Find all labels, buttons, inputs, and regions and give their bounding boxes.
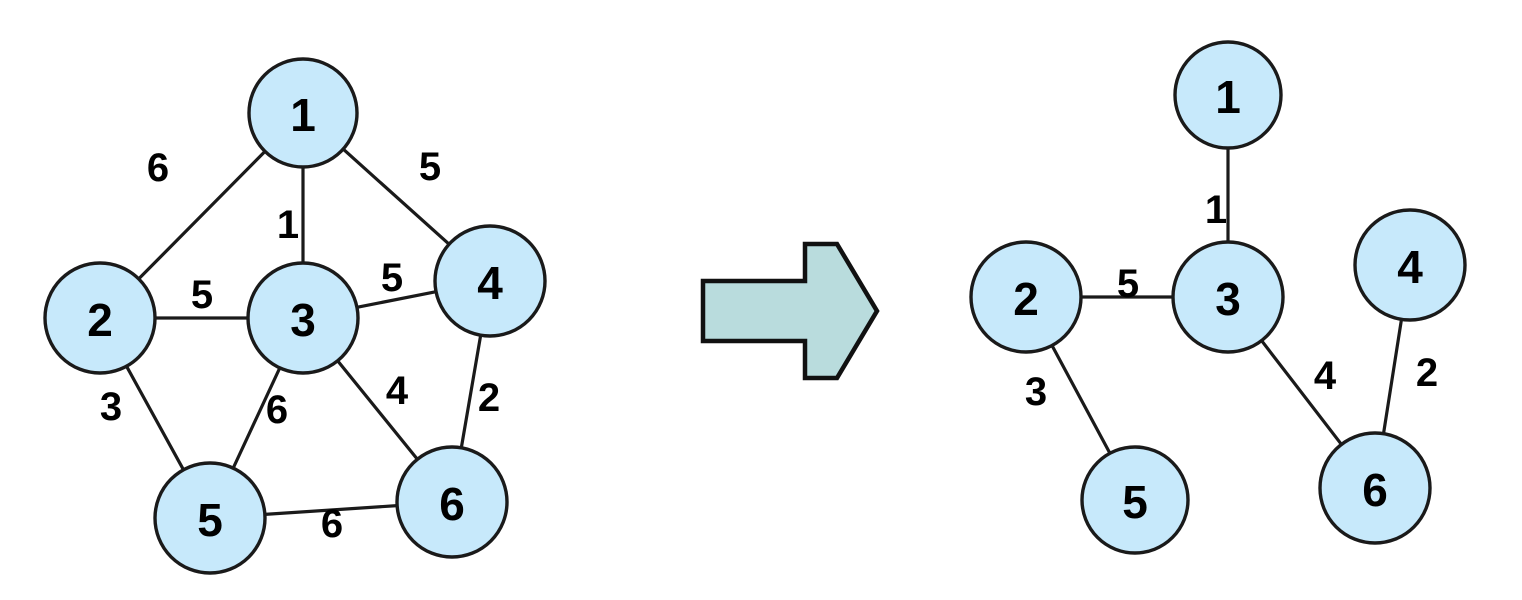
node-label: 2 (87, 294, 113, 346)
edge-weight-label: 1 (277, 203, 299, 247)
output-graph-edge-labels: 1 5 3 4 2 (1025, 188, 1438, 414)
node-output-graph-1[interactable]: 1 (1173, 40, 1283, 150)
edge-weight-label: 5 (191, 273, 213, 317)
edge-input-graph-3-4 (355, 290, 438, 309)
node-label: 5 (1122, 476, 1148, 528)
node-label: 3 (1215, 273, 1241, 325)
node-label: 2 (1013, 273, 1039, 325)
node-label: 1 (290, 89, 316, 141)
edge-weight-label: 4 (386, 369, 409, 413)
node-input-graph-6[interactable]: 6 (395, 445, 509, 559)
node-output-graph-4[interactable]: 4 (1353, 208, 1467, 322)
node-input-graph-5[interactable]: 5 (153, 461, 267, 575)
node-input-graph-2[interactable]: 2 (43, 261, 157, 375)
edge-weight-label: 1 (1205, 188, 1227, 232)
node-input-graph-3[interactable]: 3 (246, 261, 360, 375)
node-circle (43, 261, 157, 375)
node-circle (1080, 445, 1190, 555)
edge-weight-label: 5 (381, 256, 403, 300)
node-output-graph-6[interactable]: 6 (1318, 431, 1432, 545)
edge-weight-label: 2 (478, 376, 500, 420)
edge-weight-label: 6 (266, 388, 288, 432)
node-circle (1173, 40, 1283, 150)
edge-output-graph-2-5 (1050, 343, 1112, 455)
edge-input-graph-4-6 (459, 333, 483, 450)
node-circle (1353, 208, 1467, 322)
node-input-graph-1[interactable]: 1 (247, 57, 359, 169)
edge-weight-label: 4 (1314, 354, 1337, 398)
transformation-arrow-icon (700, 241, 880, 381)
output-graph-edges (1050, 146, 1404, 455)
edge-output-graph-3-6 (1259, 338, 1344, 447)
node-label: 4 (1397, 241, 1423, 293)
node-label: 6 (1362, 464, 1388, 516)
node-output-graph-5[interactable]: 5 (1080, 445, 1190, 555)
node-circle (246, 261, 360, 375)
edge-weight-label: 3 (1025, 370, 1047, 414)
output-graph-nodes: 1 2 3 4 5 6 (969, 40, 1467, 555)
edge-weight-label: 5 (1117, 262, 1139, 306)
input-graph-nodes: 1 2 3 4 5 6 (43, 57, 547, 575)
edge-weight-label: 5 (419, 145, 441, 189)
node-circle (247, 57, 359, 169)
node-label: 6 (439, 478, 465, 530)
edge-input-graph-2-5 (124, 364, 186, 472)
edge-weight-label: 6 (321, 502, 343, 546)
edge-input-graph-5-6 (263, 504, 399, 516)
edge-output-graph-4-6 (1381, 317, 1404, 436)
edge-weight-label: 3 (100, 385, 122, 429)
edge-input-graph-3-5 (231, 366, 282, 470)
node-circle (1171, 240, 1285, 354)
node-label: 5 (197, 494, 223, 546)
input-graph-edges (124, 147, 483, 516)
node-circle (433, 224, 547, 338)
transformation-arrow-group (700, 241, 880, 381)
node-output-graph-2[interactable]: 2 (969, 240, 1083, 354)
node-output-graph-3[interactable]: 3 (1171, 240, 1285, 354)
edge-input-graph-1-4 (341, 147, 451, 246)
edge-input-graph-3-6 (336, 359, 419, 461)
node-circle (969, 240, 1083, 354)
node-circle (1318, 431, 1432, 545)
node-label: 1 (1215, 71, 1241, 123)
edge-weight-label: 6 (147, 146, 169, 190)
node-input-graph-4[interactable]: 4 (433, 224, 547, 338)
node-circle (395, 445, 509, 559)
node-label: 4 (477, 257, 503, 309)
node-circle (153, 461, 267, 575)
edge-input-graph-1-2 (137, 149, 267, 281)
node-label: 3 (290, 294, 316, 346)
edge-weight-label: 2 (1416, 351, 1438, 395)
